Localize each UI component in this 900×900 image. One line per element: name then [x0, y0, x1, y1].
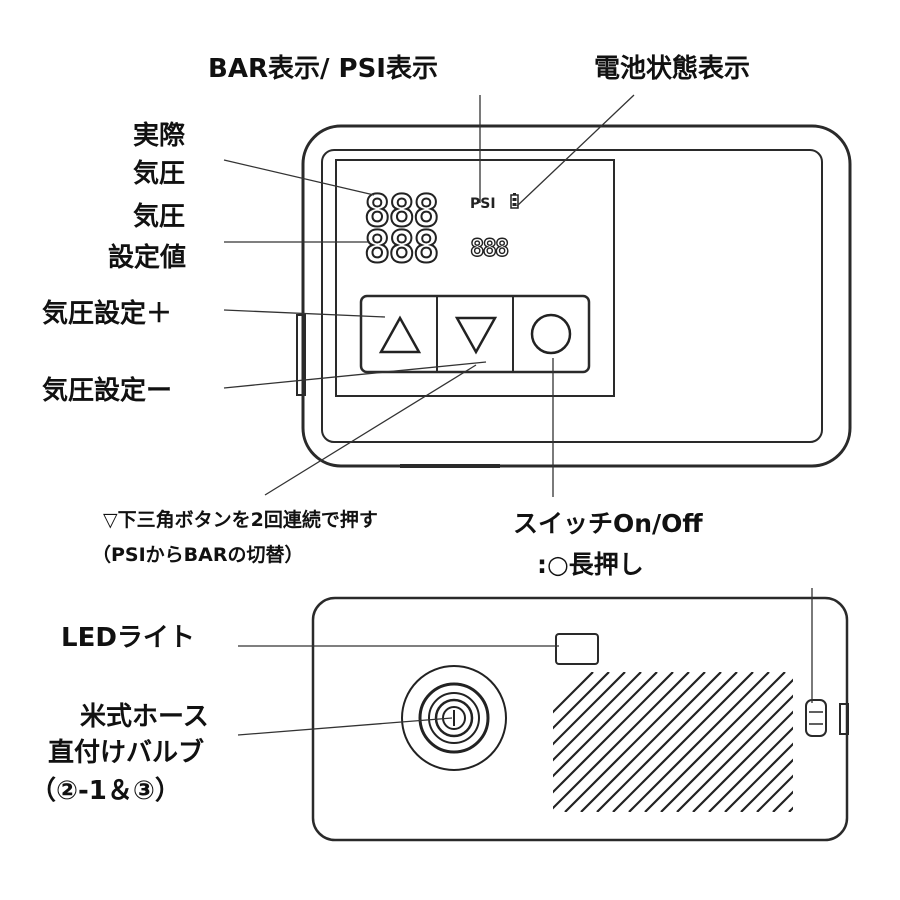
label-down-note-1: ▽下三角ボタンを2回連続で押す: [103, 508, 378, 531]
button-panel: [359, 294, 591, 374]
annotation-labels: BAR表示/ PSI表示 電池状態表示 実際 気圧 気圧 設定値 気圧設定＋ 気…: [30, 53, 750, 806]
vent-stripe: [564, 672, 706, 812]
set-pressure-small-digits: 888: [470, 234, 508, 262]
power-button[interactable]: [517, 300, 585, 368]
vent-stripe: [740, 758, 793, 812]
label-pressure-up: 気圧設定＋: [42, 298, 172, 329]
vent-stripe: [553, 672, 594, 714]
label-bar-psi: BAR表示/ PSI表示: [208, 54, 438, 84]
lcd-frame: [335, 159, 615, 397]
unit-psi-label: PSI: [470, 196, 496, 212]
label-set-pressure-2: 設定値: [108, 242, 186, 273]
vent-stripe: [644, 672, 786, 812]
vent-stripe: [553, 672, 642, 762]
triangle-up-icon: [378, 315, 422, 354]
label-valve-3: （②-1＆③）: [30, 776, 181, 806]
led-light: [555, 633, 599, 665]
pressure-down-button[interactable]: [441, 300, 509, 368]
label-battery-status: 電池状態表示: [594, 53, 750, 84]
pressure-up-button[interactable]: [365, 300, 433, 368]
vent-stripe: [692, 710, 793, 812]
vent-stripe: [553, 672, 610, 730]
vent-stripe: [756, 774, 793, 812]
vent-stripe: [676, 694, 793, 812]
vent-stripe: [553, 672, 658, 778]
vent-stripe: [612, 672, 754, 812]
vent-stripe: [596, 672, 738, 812]
vent-stripe: [628, 672, 770, 812]
device-front-view: 888 PSI 888 888: [296, 124, 852, 468]
label-valve-2: 直付けバルブ: [48, 737, 204, 768]
label-power-switch-1: スイッチOn/Off: [513, 509, 703, 538]
vent-stripe: [660, 678, 793, 812]
battery-icon: [510, 193, 519, 209]
label-actual-pressure-1: 実際: [133, 120, 185, 151]
vent-stripe: [708, 726, 793, 812]
vent-stripe: [553, 672, 690, 810]
vent-stripe: [553, 672, 674, 794]
label-down-note-2: （PSIからBARの切替）: [92, 543, 304, 566]
device-end-view: [311, 596, 849, 842]
set-pressure-digits: 888: [364, 222, 437, 273]
vent-grille: [553, 672, 793, 812]
device-outer-shell: [301, 124, 852, 468]
triangle-down-icon: [454, 316, 498, 355]
actual-pressure-digits: 888: [364, 186, 437, 237]
vent-stripe: [553, 672, 626, 746]
side-switch: [805, 699, 827, 737]
label-pressure-down: 気圧設定ー: [42, 375, 172, 406]
vent-stripe: [580, 672, 722, 812]
device-inner-panel: [321, 149, 823, 443]
label-set-pressure-1: 気圧: [133, 201, 185, 232]
valve: [401, 665, 507, 771]
side-bump: [296, 314, 306, 396]
vent-stripe: [772, 790, 793, 812]
circle-icon: [530, 313, 572, 355]
vent-stripe: [724, 742, 793, 812]
leader-lines: [223, 94, 813, 736]
label-valve-1: 米式ホース: [80, 702, 209, 732]
vent-stripe: [788, 806, 793, 812]
label-power-switch-2: :○長押し: [537, 550, 644, 579]
label-actual-pressure-2: 気圧: [133, 158, 185, 189]
label-led-light: LEDライト: [61, 623, 195, 653]
